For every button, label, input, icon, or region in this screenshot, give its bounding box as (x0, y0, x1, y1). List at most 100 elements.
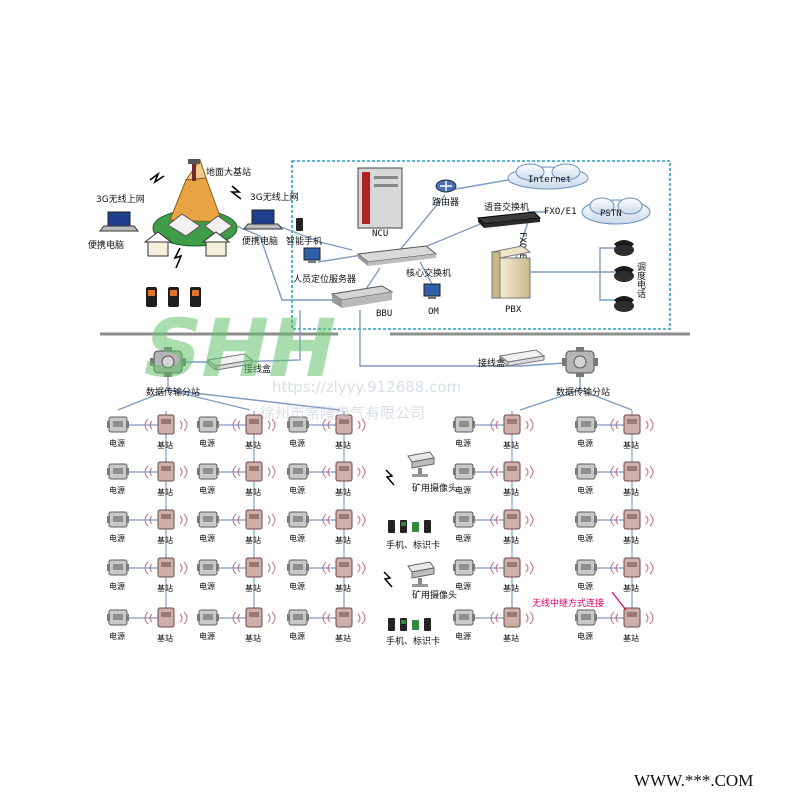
base-station-label: 基站 (623, 440, 639, 450)
base-station-label: 基站 (503, 487, 519, 497)
relay-arrow (611, 591, 627, 611)
footer-site-label: WWW.***.COM (634, 771, 753, 790)
junction-left-label: 接线盒 (244, 363, 271, 375)
pstn-cloud-icon (581, 197, 651, 225)
router-icon (435, 179, 457, 193)
power-label: 电源 (577, 485, 593, 495)
mine-camera-icon (407, 451, 435, 478)
relay-note-label: 无线中继方式连接 (532, 597, 604, 609)
power-label: 电源 (289, 533, 305, 543)
base-station-label: 基站 (335, 583, 351, 593)
power-label: 电源 (455, 485, 471, 495)
core-switch-label: 核心交换机 (406, 267, 451, 279)
base-station-label: 基站 (503, 535, 519, 545)
wireless-signal-icon (149, 171, 165, 185)
base-station-label: 基站 (157, 487, 173, 497)
power-supply-icon (452, 609, 476, 626)
power-supply-icon (196, 511, 220, 528)
base-station-label: 基站 (335, 535, 351, 545)
laptop-right-label: 便携电脑 (242, 235, 278, 247)
mine-handsets-icon (146, 287, 201, 307)
base-station-label: 基站 (245, 583, 261, 593)
base-station-label: 基站 (157, 535, 173, 545)
base-station-label: 基站 (245, 633, 261, 643)
router-label: 路由器 (432, 196, 459, 208)
base-station-label: 基站 (623, 633, 639, 643)
power-label: 电源 (455, 581, 471, 591)
power-label: 电源 (455, 438, 471, 448)
power-label: 电源 (577, 581, 593, 591)
base-station-label: 基站 (157, 633, 173, 643)
positioning-server-icon (303, 247, 321, 263)
watermark: SHH https://zlyyy.912688.com 徐州市常隆电气有限公司 (134, 303, 461, 422)
watermark-company: 徐州市常隆电气有限公司 (260, 404, 425, 422)
junction-box-right-icon (499, 349, 545, 367)
power-supply-icon (574, 416, 598, 433)
base-station-label: 基站 (503, 440, 519, 450)
power-label: 电源 (199, 631, 215, 641)
data-hub-left-label: 数据传输分站 (146, 386, 200, 398)
base-station-label: 基站 (623, 487, 639, 497)
base-station-label: 基站 (157, 583, 173, 593)
om-label: OM (428, 307, 439, 317)
base-station-label: 基站 (335, 440, 351, 450)
power-supply-icon (106, 416, 130, 433)
base-station-label: 基站 (335, 633, 351, 643)
wireless-signal-icon (385, 469, 395, 486)
data-hub-right-label: 数据传输分站 (556, 386, 610, 398)
laptop-icon (242, 209, 284, 230)
wireless-signal-icon (383, 571, 393, 588)
wireless-signal-icon (229, 185, 242, 200)
power-label: 电源 (109, 631, 125, 641)
power-supply-icon (574, 463, 598, 480)
voice-switch-label: 语音交换机 (484, 201, 529, 213)
power-supply-icon (574, 609, 598, 626)
pbx-label: PBX (505, 305, 522, 315)
underground-network: 数据传输分站 数据传输分站 接线盒 接线盒 电源基站电源基站电源基站电源基站电源… (106, 310, 654, 647)
base-station-label: 基站 (503, 583, 519, 593)
junction-right-label: 接线盒 (478, 357, 505, 369)
ncu-server-icon (357, 167, 403, 229)
power-supply-icon (196, 463, 220, 480)
power-label: 电源 (289, 438, 305, 448)
house-icon (143, 231, 173, 257)
power-supply-icon (286, 609, 310, 626)
power-supply-icon (574, 511, 598, 528)
dispatch-phone-icon (614, 240, 634, 256)
surface-network: 地面大基站 3G无线上网 便携电脑 3G无线上网 便携电脑 智能手机 (88, 158, 671, 330)
power-label: 电源 (577, 631, 593, 641)
camera-label: 矿用摄像头 (412, 482, 457, 494)
power-label: 电源 (199, 438, 215, 448)
internet-cloud-icon (507, 163, 589, 190)
power-label: 电源 (109, 438, 125, 448)
base-station-label: 基站 (157, 440, 173, 450)
wireless-left-label: 3G无线上网 (96, 193, 145, 205)
control-room-boundary (291, 160, 671, 330)
power-supply-icon (286, 511, 310, 528)
handset-tag-icon (388, 618, 431, 631)
handset-card-label: 手机、标识卡 (386, 635, 440, 647)
power-supply-icon (452, 463, 476, 480)
ground-station-label: 地面大基站 (206, 166, 251, 178)
power-label: 电源 (577, 438, 593, 448)
power-label: 电源 (289, 581, 305, 591)
power-supply-icon (452, 511, 476, 528)
base-station-label: 基站 (245, 535, 261, 545)
house-icon (201, 231, 231, 257)
power-label: 电源 (455, 631, 471, 641)
laptop-icon (98, 211, 140, 232)
pstn-label: PSTN (600, 209, 622, 219)
om-terminal-icon (423, 283, 441, 299)
base-station-label: 基站 (245, 487, 261, 497)
power-label: 电源 (109, 533, 125, 543)
dispatch-phone-icon (614, 266, 634, 282)
internet-label: Internet (528, 175, 571, 185)
mine-camera-icon (407, 561, 435, 588)
power-supply-icon (286, 559, 310, 576)
base-station-label: 基站 (623, 583, 639, 593)
power-supply-icon (106, 559, 130, 576)
bbu-label: BBU (376, 309, 392, 319)
handset-tag-icon (388, 520, 431, 533)
dispatch-phone-label: 调度电话 (635, 262, 646, 299)
power-label: 电源 (199, 485, 215, 495)
